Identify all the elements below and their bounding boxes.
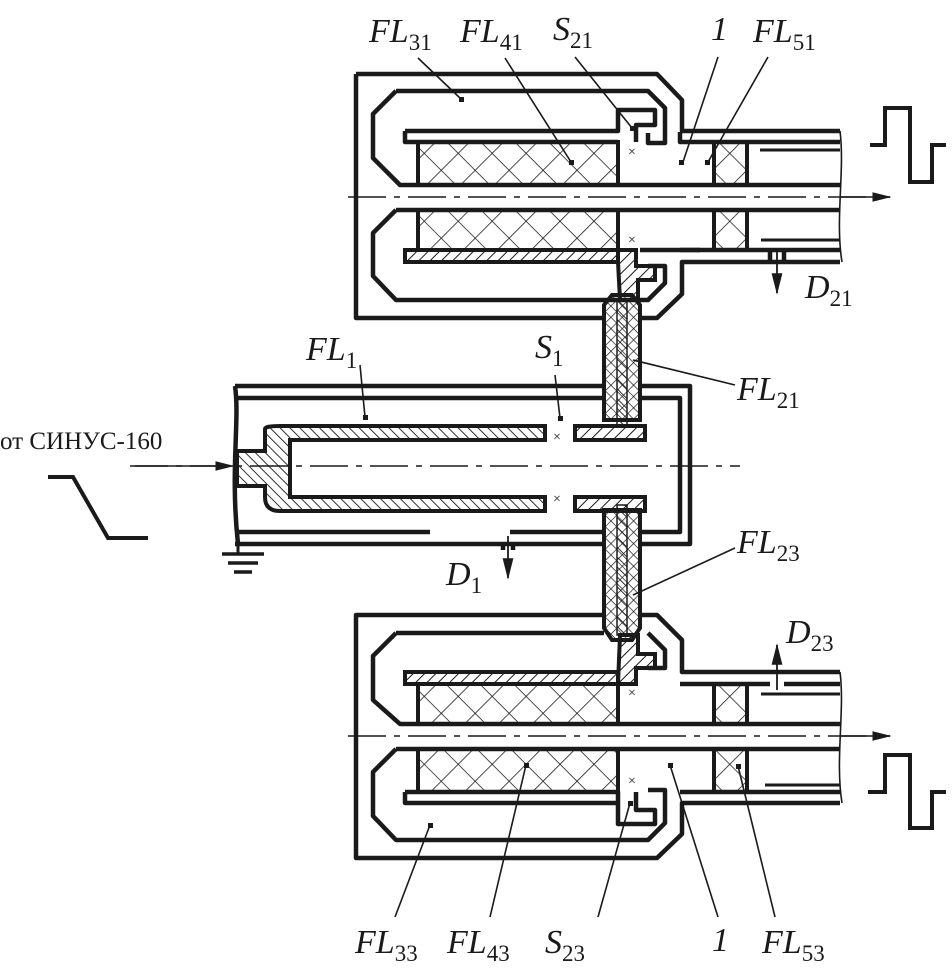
top-output-pulse — [870, 106, 946, 184]
bottom-output-pulse — [868, 753, 946, 830]
top-module: × × — [348, 71, 946, 321]
fl23-connector — [602, 504, 642, 642]
insulator-1-bottom — [712, 682, 749, 726]
fl43-dielectric — [416, 682, 620, 726]
label-fl43: FL43 — [446, 924, 510, 966]
labels: FL31 FL41 S21 1 FL51 D21 FL1 S1 FL21 FL2… — [0, 11, 853, 966]
bottom-module: × × — [348, 612, 946, 861]
leader-lines — [359, 56, 776, 918]
label-fl53: FL53 — [761, 924, 825, 966]
label-d21: D21 — [804, 269, 853, 311]
label-fl51: FL51 — [752, 13, 816, 55]
svg-text:×: × — [628, 774, 636, 789]
insulator-1-top — [712, 140, 749, 187]
svg-text:×: × — [553, 492, 561, 507]
fl21-connector — [602, 293, 642, 426]
label-d23: D23 — [785, 614, 834, 656]
svg-text:×: × — [628, 145, 636, 160]
svg-text:×: × — [628, 686, 636, 701]
label-input-source: от СИНУС-160 — [0, 428, 162, 455]
fl41-dielectric — [416, 140, 620, 187]
label-fl23: FL23 — [736, 524, 800, 566]
label-fl1: FL1 — [305, 331, 357, 373]
fl31-inner-cavity — [396, 88, 668, 146]
label-s1: S1 — [535, 329, 564, 371]
label-s23: S23 — [545, 924, 585, 966]
label-fl41: FL41 — [459, 13, 523, 55]
fl1-module: × × — [48, 383, 740, 580]
ground-icon — [222, 552, 264, 574]
label-1-bottom: 1 — [712, 922, 729, 959]
svg-text:×: × — [628, 233, 636, 248]
label-s21: S21 — [553, 11, 593, 53]
label-1-top: 1 — [711, 11, 728, 48]
fl31-outer-housing — [356, 71, 840, 145]
label-fl31: FL31 — [368, 13, 432, 55]
input-pulse — [48, 475, 148, 540]
label-fl33: FL33 — [354, 924, 418, 966]
label-d1: D1 — [445, 556, 482, 598]
fl1-inner-conductor — [235, 424, 547, 513]
label-fl21: FL21 — [736, 371, 800, 413]
svg-text:×: × — [553, 430, 561, 445]
